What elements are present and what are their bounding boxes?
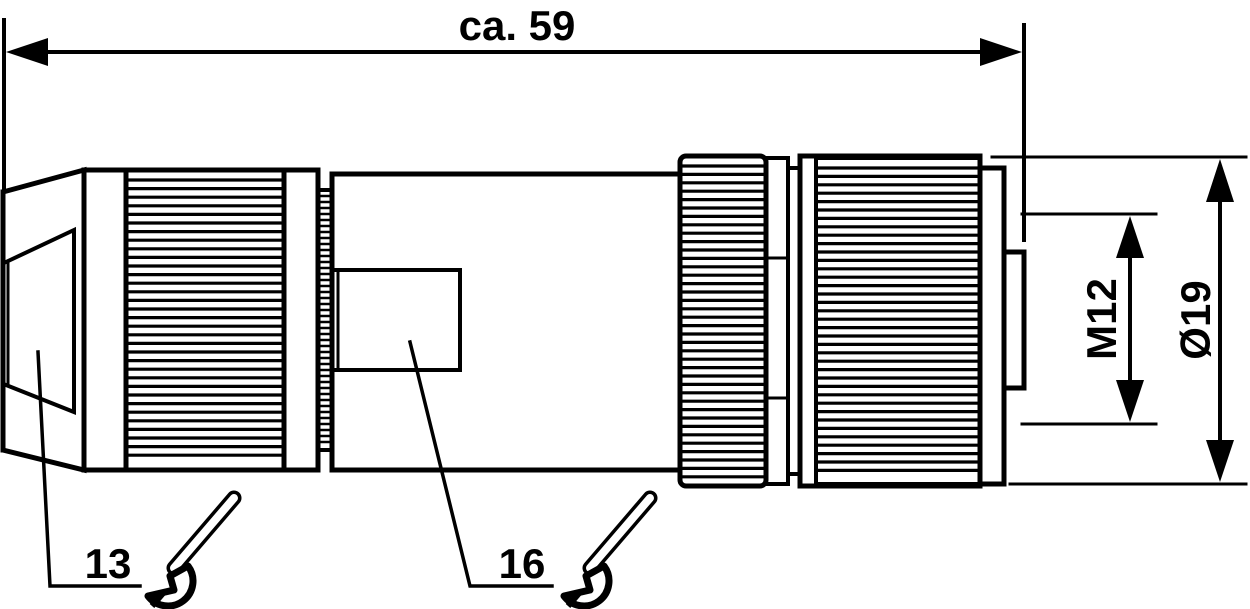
wrench-icon — [148, 498, 234, 606]
front-knurled-sleeve — [797, 153, 1027, 489]
length-dimension: ca. 59 — [2, 2, 1026, 242]
housing-body — [329, 171, 683, 473]
diameter-label: Ø19 — [1172, 280, 1219, 359]
dimension-arrow-left — [6, 38, 48, 66]
dimension-arrow-right — [980, 38, 1022, 66]
thread-dimension: M12 — [1020, 212, 1158, 426]
length-label: ca. 59 — [459, 2, 576, 49]
wrench-size-label: 16 — [499, 540, 546, 587]
diameter-dimension: Ø19 — [990, 155, 1248, 486]
thread-label: M12 — [1078, 278, 1125, 360]
cable-gland-cap — [0, 166, 87, 474]
wrench-size-label: 13 — [85, 540, 132, 587]
knurled-nut-left — [123, 167, 287, 473]
gland-ring-right — [281, 167, 321, 473]
wrench-callout-13: 13 — [36, 350, 234, 606]
wrench-icon — [564, 498, 650, 606]
wrench-callout-16: 16 — [407, 339, 650, 606]
gland-ring-left — [81, 167, 129, 473]
coupling-nut — [677, 153, 802, 489]
